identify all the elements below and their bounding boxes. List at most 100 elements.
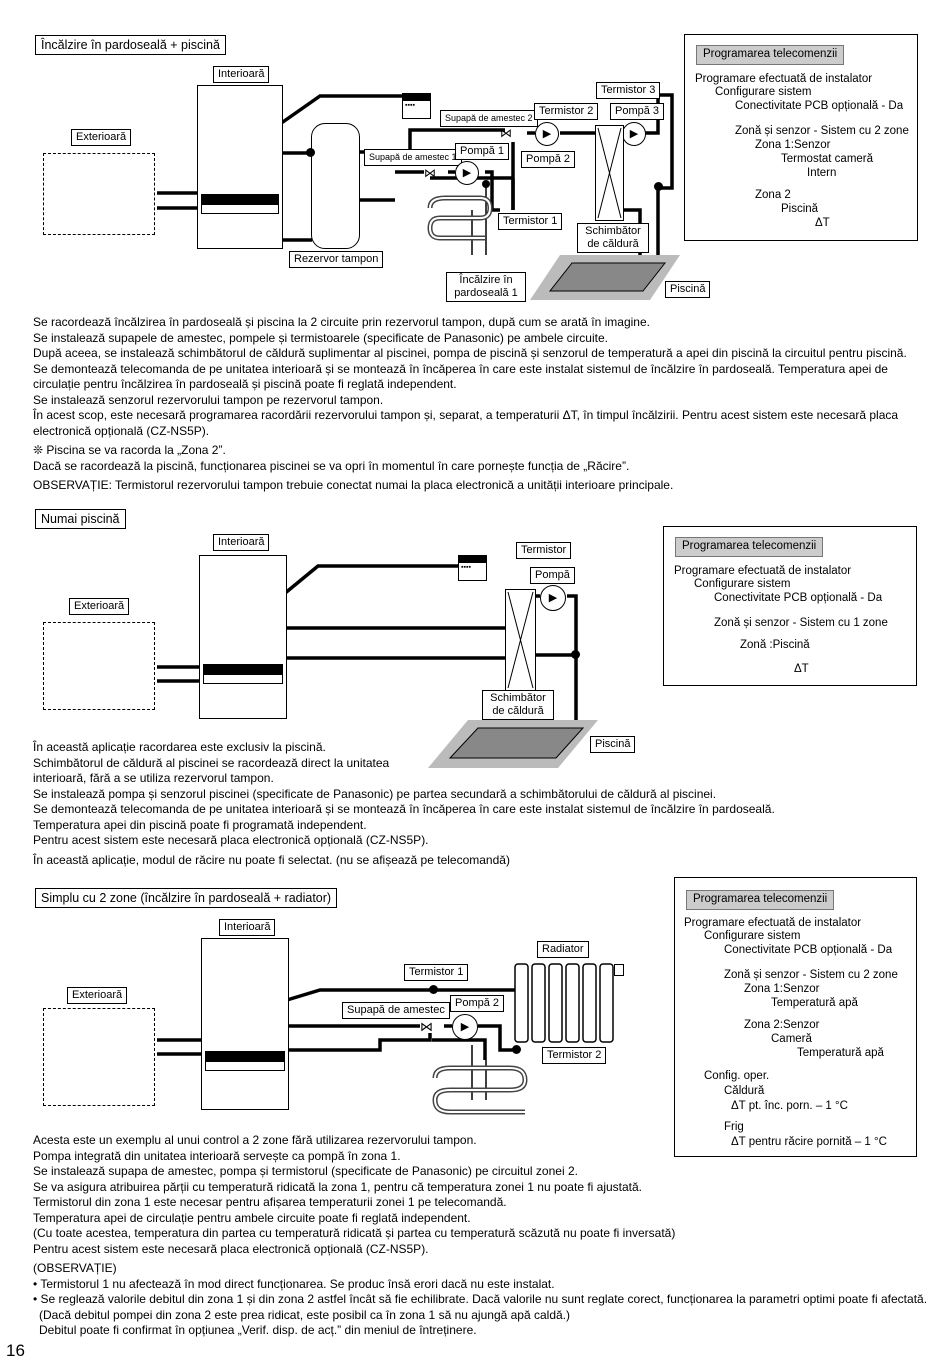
text-line: Se instalează supapele de amestec, pompe… <box>33 330 608 345</box>
text-line: ❊ Piscina se va racorda la „Zona 2”. <box>33 443 226 457</box>
remote-line: Frig <box>724 1121 744 1133</box>
remote-header: Programarea telecomenzii <box>696 45 845 65</box>
remote-line: Configurare sistem <box>715 86 812 98</box>
text-line: (Dacă debitul pompei din zona 2 este pre… <box>39 1307 570 1322</box>
remote-line: Cameră <box>771 1033 812 1045</box>
thermistor-2-dot-3 <box>512 1045 521 1054</box>
pump-1-icon: ▶ <box>455 161 479 185</box>
pump-2-icon: ▶ <box>535 122 559 146</box>
indoor-unit-2 <box>199 555 287 719</box>
outdoor-unit-2 <box>43 622 155 710</box>
remote-line: Conectivitate PCB opțională - Da <box>724 944 893 956</box>
pump-label-2: Pompă <box>530 567 575 584</box>
text-line: În acest scop, este necesară programarea… <box>33 408 899 422</box>
remote-line: Configurare sistem <box>704 930 801 942</box>
remote-line: Programare efectuată de instalator <box>684 917 862 929</box>
pump-2-icon-3: ▶ <box>452 1014 478 1040</box>
remote-line: Conectivitate PCB opțională - Da <box>714 592 883 604</box>
mix-valve-icon-3: ⋈ <box>420 1019 433 1034</box>
text-line: Pompa integrată din unitatea interioară … <box>33 1148 401 1163</box>
buffer-tank <box>311 123 360 249</box>
remote-line: Zona 1:Senzor <box>755 139 831 151</box>
thermistor-1-dot <box>482 180 490 188</box>
section-2-text: În această aplicație racordarea este exc… <box>33 740 775 868</box>
remote-line: Temperatură apă <box>797 1047 884 1059</box>
remote-line: Zona 2 <box>755 189 791 201</box>
remote-line: Căldură <box>724 1085 765 1097</box>
text-line: (OBSERVAȚIE) <box>33 1261 117 1275</box>
remote-line: Zonă și senzor - Sistem cu 1 zone <box>714 617 888 629</box>
indoor-label-3: Interioară <box>219 919 276 936</box>
remote-line: Temperatură apă <box>771 997 858 1009</box>
text-line: Se demontează telecomanda de pe unitatea… <box>33 361 888 376</box>
thermistor-3-dot <box>654 182 663 191</box>
heat-exchanger-1 <box>595 125 624 221</box>
thermistor-label-2: Termistor <box>516 542 572 559</box>
radiator-label: Radiator <box>537 941 589 958</box>
text-line: Se demontează telecomanda de pe unitatea… <box>33 802 775 816</box>
radiator-valve-icon <box>614 964 624 976</box>
pool-label-2: Piscină <box>590 736 636 753</box>
thermistor-2-label: Termistor 2 <box>534 103 599 120</box>
text-line: OBSERVAȚIE: Termistorul rezervorului tam… <box>33 478 674 492</box>
floor-heating-label: Încălzire în pardoseală 1 <box>446 272 526 302</box>
remote-programming-box-1: Programarea telecomenzii Programare efec… <box>684 34 918 241</box>
pump-2-label-3: Pompă 2 <box>450 995 505 1012</box>
text-line: Pentru acest sistem este necesară placa … <box>33 833 429 847</box>
mix-valve-2-icon: ⋈ <box>500 126 512 140</box>
thermistor-dot-2 <box>571 650 580 659</box>
outdoor-label-3: Exterioară <box>67 987 128 1004</box>
remote-line: Zonă și senzor - Sistem cu 2 zone <box>724 969 898 981</box>
section-3-title: Simplu cu 2 zone (încălzire în pardoseal… <box>35 888 338 908</box>
mix-valve-label-3: Supapă de amestec <box>342 1002 450 1019</box>
thermistor-1-label-3: Termistor 1 <box>404 964 469 981</box>
text-line: • Termistorul 1 nu afectează în mod dire… <box>33 1276 555 1291</box>
buffer-tank-label: Rezervor tampon <box>289 251 384 268</box>
text-line: interioară, fără a se utiliza rezervorul… <box>33 771 274 785</box>
text-line: Termistorul din zona 1 este necesar pent… <box>33 1195 507 1209</box>
heat-exchanger-2 <box>505 589 536 691</box>
text-line: Schimbătorul de căldură al piscinei se r… <box>33 755 390 770</box>
remote-line: ΔT pt. înc. porn. – 1 °C <box>731 1100 848 1112</box>
section-3-text: Acesta este un exemplu al unui control a… <box>33 1133 927 1339</box>
mix-valve-2-label: Supapă de amestec 2 <box>440 110 538 127</box>
indoor-label-2: Interioară <box>213 534 270 551</box>
thermistor-2-label-3: Termistor 2 <box>542 1047 607 1064</box>
text-line: Temperatura apei din piscină poate fi pr… <box>33 817 367 832</box>
remote-control-icon-2: ▪▪▪▪ <box>458 555 487 581</box>
section-1-text: Se racordează încălzirea în pardoseală ș… <box>33 315 907 494</box>
text-line: Se racordează încălzirea în pardoseală ș… <box>33 315 650 329</box>
indoor-unit-1 <box>197 85 283 249</box>
remote-programming-box-2: Programarea telecomenzii Programare efec… <box>663 526 917 686</box>
remote-line: Intern <box>807 167 837 179</box>
remote-programming-box-3: Programarea telecomenzii Programare efec… <box>674 877 917 1157</box>
text-line: Dacă se racordează la piscină, funcționa… <box>33 458 630 473</box>
remote-line: Conectivitate PCB opțională - Da <box>735 100 904 112</box>
text-line: • Se reglează valorile debitul din zona … <box>33 1292 928 1306</box>
pump-2-label: Pompă 2 <box>521 151 576 168</box>
remote-line: Zonă și senzor - Sistem cu 2 zone <box>735 125 909 137</box>
section-1-title: Încălzire în pardoseală + piscină <box>35 35 226 55</box>
floor-heating-coil-3 <box>430 1065 530 1118</box>
text-line: Pentru acest sistem este necesară placa … <box>33 1241 429 1256</box>
text-line: Se instalează supapa de amestec, pompa ș… <box>33 1164 578 1178</box>
text-line: Se instalează senzorul rezervorului tamp… <box>33 392 384 407</box>
remote-line: Zona 1:Senzor <box>744 983 820 995</box>
outdoor-unit-1 <box>43 153 155 235</box>
remote-line: Configurare sistem <box>694 578 791 590</box>
page-number: 16 <box>6 1341 25 1360</box>
pump-3-icon: ▶ <box>622 122 646 146</box>
pool-shape-2 <box>428 720 598 768</box>
pump-icon-2: ▶ <box>540 585 566 611</box>
text-line: În această aplicație, modul de răcire nu… <box>33 852 510 867</box>
thermistor-1-label: Termistor 1 <box>498 213 563 230</box>
remote-line: ΔT <box>794 663 809 675</box>
buffer-sensor-dot <box>306 148 315 157</box>
remote-line: Config. oper. <box>704 1070 770 1082</box>
floor-heating-coil <box>425 195 495 248</box>
remote-line: ΔT pentru răcire pornită – 1 °C <box>731 1136 887 1148</box>
pool-shape-1 <box>530 255 680 300</box>
thermistor-3-label: Termistor 3 <box>596 82 661 99</box>
text-line: Acesta este un exemplu al unui control a… <box>33 1133 477 1147</box>
mix-valve-1-label: Supapă de amestec 1 <box>364 149 462 166</box>
